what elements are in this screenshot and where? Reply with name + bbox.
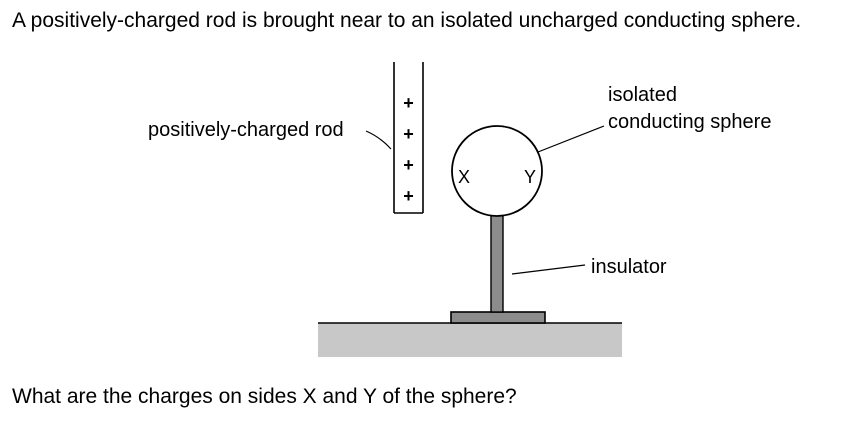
rod-label-leader xyxy=(365,130,392,150)
conducting-sphere xyxy=(451,125,543,217)
rod-charges: + + + + xyxy=(403,93,414,206)
side-y-label: Y xyxy=(524,167,536,187)
question-prompt: What are the charges on sides X and Y of… xyxy=(12,385,517,408)
side-x-label: X xyxy=(458,167,470,187)
ground-surface xyxy=(318,323,622,357)
question-intro: A positively-charged rod is brought near… xyxy=(12,9,802,32)
sphere-label-line2: conducting sphere xyxy=(608,111,772,133)
rod-label: positively-charged rod xyxy=(148,119,344,141)
insulator-stand xyxy=(490,214,504,313)
insulator-label-leader xyxy=(511,264,586,275)
rod-plus-charge: + xyxy=(403,155,414,175)
sphere-label: isolated conducting sphere xyxy=(608,82,771,136)
stand-base xyxy=(450,311,546,324)
sphere-label-line1: isolated xyxy=(608,84,677,106)
insulator-label: insulator xyxy=(591,256,667,278)
rod-plus-charge: + xyxy=(403,186,414,206)
rod-plus-charge: + xyxy=(403,93,414,113)
rod-plus-charge: + xyxy=(403,124,414,144)
sphere-label-leader xyxy=(537,125,605,153)
